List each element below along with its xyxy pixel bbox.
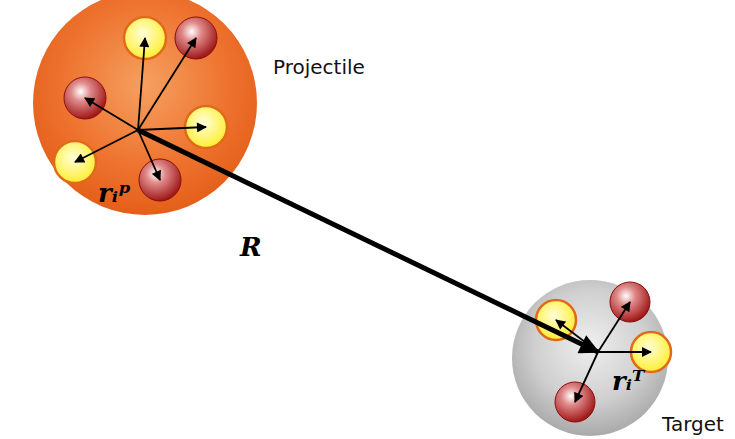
position-vector	[85, 98, 138, 130]
position-vector	[138, 38, 196, 130]
nucleus-shape	[33, 0, 257, 215]
target-nucleus: Target	[512, 280, 668, 436]
nucleus-shape	[512, 280, 668, 436]
position-vector	[575, 352, 598, 402]
position-vector	[598, 302, 630, 352]
vector-label: rᵢᵖ	[98, 178, 131, 208]
relative-position-arrow	[138, 130, 598, 352]
nucleus-label: Projectile	[273, 55, 365, 79]
edge-label: R	[240, 232, 262, 262]
nucleus-label: Target	[662, 412, 724, 436]
position-vector	[75, 130, 138, 162]
projectile-nucleus: Projectile	[33, 0, 257, 215]
vector-label: rᵢᵀ	[612, 366, 644, 396]
position-vector	[138, 127, 206, 130]
position-vector	[138, 130, 160, 180]
position-vector	[598, 351, 651, 353]
position-vector	[138, 38, 145, 130]
nucleus-body	[33, 0, 257, 215]
position-vector	[556, 320, 598, 352]
